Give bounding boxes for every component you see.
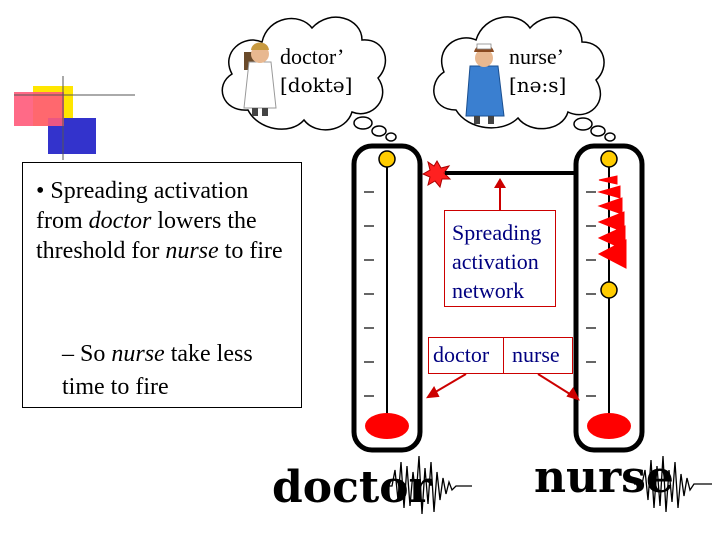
upward-activation-arrow (494, 178, 506, 210)
decorative-squares (14, 76, 135, 160)
nurse-node-label: nurse (512, 342, 560, 367)
nurse-figure-icon (465, 43, 505, 124)
doctor-figure-icon (243, 42, 277, 116)
nurse-activation-bulb (587, 413, 631, 439)
spoken-word-doctor: doctor (272, 462, 432, 513)
network-box (444, 210, 556, 307)
doctor-node-label: doctor (433, 342, 490, 367)
doctor-threshold-tube (351, 143, 423, 453)
nurse-cloud-ipa: [nə:s] (509, 73, 567, 97)
doctor-cloud-word: doctor’ (280, 44, 345, 69)
bullet-sub: – So nurse take less time to fire (62, 341, 253, 400)
nurse-sound-wave (634, 455, 712, 513)
doctor-firing-burst-icon (421, 160, 452, 189)
bullet-main: • Spreading activation from doctor lower… (36, 178, 283, 264)
nurse-lowered-threshold-marker (600, 281, 618, 299)
nurse-node-box (503, 337, 573, 374)
spoken-word-nurse: nurse (534, 452, 674, 503)
nurse-cloud-word: nurse’ (509, 44, 564, 69)
doctor-activation-bulb (365, 413, 409, 439)
threshold-lowering-arrows (597, 175, 627, 269)
doctor-threshold-marker (378, 150, 396, 168)
nurse-threshold-tube (573, 143, 645, 453)
node-to-tube-arrows (425, 373, 580, 401)
nurse-original-threshold-marker (600, 150, 618, 168)
doctor-cloud-ipa: [doktə] (280, 73, 353, 97)
network-label: Spreading activation network (452, 220, 542, 303)
bullet-box (22, 162, 302, 408)
doctor-sound-wave (384, 455, 472, 515)
doctor-node-box (428, 337, 504, 374)
